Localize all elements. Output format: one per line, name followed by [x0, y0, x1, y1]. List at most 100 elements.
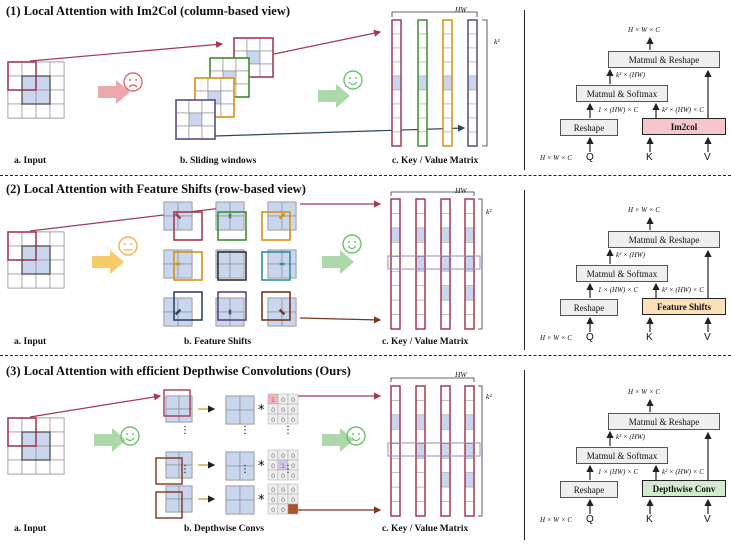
dw-feature-copy-0-cell [239, 395, 255, 411]
kv-column-3-2-cell [440, 385, 451, 401]
shift-to-matrix-brown [299, 316, 382, 324]
kv-column-1-3-cell [467, 61, 478, 77]
section-2-title: (2) Local Attention with Feature Shifts … [6, 182, 306, 196]
kernel-value: 0 [291, 396, 295, 404]
kv-column-3-1-cell [415, 400, 426, 416]
key-label: K [646, 332, 653, 343]
kv-column-3-2-cell [440, 414, 451, 430]
shift-block-2-0-cell [177, 311, 193, 327]
kv-column-3-0-cell [390, 414, 401, 430]
k2-bracket-1 [482, 19, 488, 147]
kv-column-3-2-cell [440, 429, 451, 445]
hw-bracket-1 [391, 11, 478, 17]
kernel-value: 0 [281, 452, 285, 460]
kv-column-3-2-cell [440, 501, 451, 517]
value-label: V [704, 332, 711, 343]
kv-column-2-1-outline [415, 198, 426, 330]
input-to-windows-arrow [29, 40, 224, 62]
shift-block-0-2-cell [281, 215, 297, 231]
kv-column-2-0-cell [390, 270, 401, 286]
kv-column-2-2-cell [440, 242, 451, 258]
kv-column-1-1-cell [417, 19, 428, 35]
input-grid-3-cell [21, 431, 37, 447]
sliding-window-1-cell [222, 57, 237, 72]
input-grid-2-cell [21, 273, 37, 289]
happy-face-icon-4-eye [358, 433, 360, 435]
kv-column-3-2-cell [440, 486, 451, 502]
kv-column-3-1-cell [415, 472, 426, 488]
kv-column-1-2-cell [442, 117, 453, 133]
dw-feature-copy-0-cell [225, 409, 241, 425]
happy-face-icon-1-eye [355, 77, 357, 79]
reshape-box: Reshape [560, 119, 618, 136]
input-grid-2-cell [49, 273, 65, 289]
dw-feature-copy-0-cell [225, 395, 241, 411]
caption-depthwise-convs: b. Depthwise Convs [184, 524, 264, 534]
shift-block-0-0-cell [177, 215, 193, 231]
caption-kv-matrix-2: c. Key / Value Matrix [382, 337, 469, 347]
shift-block-0-1-cell [229, 215, 245, 231]
kv-column-2-1-cell [415, 299, 426, 315]
caption-feature-shifts: b. Feature Shifts [184, 337, 252, 347]
kv-column-1-0-cell [391, 89, 402, 105]
output-dim-label: H × W × C [628, 206, 661, 214]
kv-column-3-3-outline [464, 385, 475, 517]
input-grid-2-cell [21, 231, 37, 247]
kv-column-1-2-cell [442, 131, 453, 147]
happy-face-icon-1 [343, 70, 363, 90]
input-grid-3-cell [21, 459, 37, 475]
input-grid-2-cell [49, 259, 65, 275]
value-label: V [704, 152, 711, 163]
kv-column-1-1-cell [417, 103, 428, 119]
kv-column-1-2-cell [442, 75, 453, 91]
panel-divider-1 [524, 10, 525, 170]
input-grid-3-cell [35, 431, 51, 447]
q-dim-label: 1 × (HW) × C [598, 106, 639, 114]
kv-column-1-3-cell [467, 33, 478, 49]
kv-column-2-1-cell [415, 227, 426, 243]
kernel-value: 0 [281, 416, 285, 424]
shift-window-0-0 [173, 211, 203, 241]
ellipsis-dots: ⋮ [240, 464, 250, 475]
arrow-to-windows-1 [98, 80, 130, 104]
dw-feature-copy-1-cell [239, 465, 255, 481]
kv-dim-label: k² × (HW) × C [662, 106, 704, 114]
kv-column-2-2-cell [440, 299, 451, 315]
neutral-face-icon-eye [124, 243, 126, 245]
kv-column-1-2-cell [442, 33, 453, 49]
dw-feature-copy-1-cell [225, 465, 241, 481]
sliding-window-2-cell [220, 103, 235, 118]
shift-block-0-1-cell [229, 201, 245, 217]
input-grid-3-cell [7, 445, 23, 461]
happy-face-icon-1-eye [349, 77, 351, 79]
shift-block-1-1-cell [229, 263, 245, 279]
hw-label-1: HW [455, 5, 467, 14]
hw-bracket-3 [390, 377, 475, 382]
kv-column-3-1-cell [415, 486, 426, 502]
kernel-value: 0 [281, 406, 285, 414]
kv-dim-label: k² × (HW) × C [662, 286, 704, 294]
kv-column-1-1-cell [417, 33, 428, 49]
shift-window-2-2 [261, 291, 291, 321]
happy-face-icon-2-mouth [347, 245, 357, 250]
operation-box: Depthwise Conv [642, 480, 726, 497]
section-1-title: (1) Local Attention with Im2Col (column-… [6, 4, 291, 18]
happy-face-icon-4 [346, 426, 366, 446]
sad-face-icon [123, 72, 143, 92]
sliding-window-3-cell [188, 112, 203, 127]
caption-kv-matrix-1: c. Key / Value Matrix [392, 156, 479, 166]
ellipsis-dots: ⋮ [283, 464, 293, 475]
kv-column-3-1-outline [415, 385, 426, 517]
sliding-window-3-cell [188, 99, 203, 114]
sliding-window-0-cell [233, 37, 248, 52]
kv-column-1-2-outline [442, 19, 453, 147]
input-grid-1-cell [7, 103, 23, 119]
kernel-value: 0 [281, 472, 285, 480]
shift-block-1-0-cell [163, 263, 179, 279]
kv-column-1-0-cell [391, 47, 402, 63]
input-grid-2-cell [35, 273, 51, 289]
kv-column-2-0-cell [390, 314, 401, 330]
kernel-value: 0 [281, 486, 285, 494]
q-dim-label: 1 × (HW) × C [598, 468, 639, 476]
